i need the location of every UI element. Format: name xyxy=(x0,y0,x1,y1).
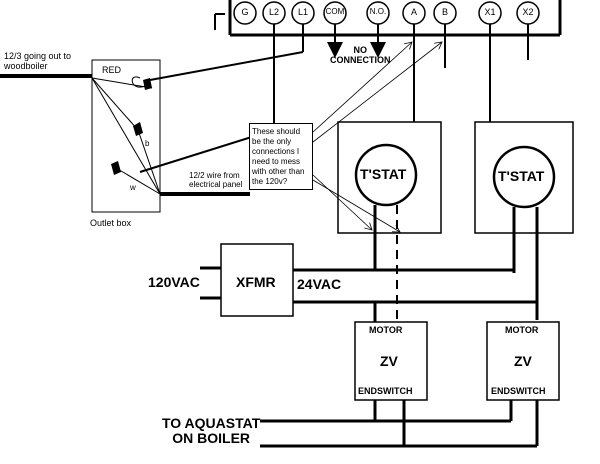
zone-valve-1-label: ZV xyxy=(380,353,398,369)
zone-valve-1 xyxy=(354,321,428,446)
note-arrow-a xyxy=(312,42,412,133)
terminal-label: X2 xyxy=(522,7,534,17)
aquastat-label: TO AQUASTAT ON BOILER xyxy=(162,415,261,447)
zone-valve-2 xyxy=(486,321,560,446)
outlet-wire-loop xyxy=(131,76,146,88)
transformer-input-label: 120VAC xyxy=(148,274,200,290)
zone-valve-1-endswitch-label: ENDSWITCH xyxy=(358,386,413,396)
wire-nut-3 xyxy=(111,161,121,175)
outlet-wire-5 xyxy=(115,167,161,195)
transformer-output-label: 24VAC xyxy=(297,276,342,292)
wire-nut-1 xyxy=(143,78,152,90)
terminal-label: N.O. xyxy=(369,7,387,16)
terminal-label: L1 xyxy=(297,7,308,17)
outlet-box-outline xyxy=(91,59,161,213)
terminal-label: G xyxy=(241,7,249,17)
thermostat-2-circle xyxy=(492,145,556,209)
outlet-box-caption: Outlet box xyxy=(90,218,132,228)
thermostat-1-label: T'STAT xyxy=(360,166,407,182)
wire-nut-2 xyxy=(133,122,143,136)
thermostat-2-label: T'STAT xyxy=(498,168,545,184)
thermostat-1-box xyxy=(337,121,442,234)
aquastat-lines xyxy=(260,419,537,448)
zone-valve-2-box xyxy=(486,321,560,401)
transformer-drawing xyxy=(200,243,537,322)
thermostat-2-box xyxy=(474,121,574,234)
terminal-label: X1 xyxy=(484,7,496,17)
zone-valve-2-label: ZV xyxy=(514,353,532,369)
question-note: These should be the only connections I n… xyxy=(249,123,313,190)
thermostat-2 xyxy=(474,60,574,320)
note-arrow-tstat-2 xyxy=(312,179,400,232)
outlet-wire-2 xyxy=(91,77,139,131)
terminal-label: A xyxy=(410,7,417,17)
zone-valve-1-box xyxy=(354,321,428,401)
terminal-g-circle xyxy=(233,1,257,25)
outlet-box-drawing xyxy=(0,59,250,213)
w-wire-label: w xyxy=(130,183,136,192)
terminal-label: L2 xyxy=(268,7,279,17)
no-connection-label: NO CONNECTION xyxy=(330,45,391,65)
zone-valve-2-motor-label: MOTOR xyxy=(505,325,539,335)
thermostat-1-circle xyxy=(354,143,418,207)
outlet-wire-3 xyxy=(91,77,161,195)
outlet-wire-4 xyxy=(137,129,161,195)
note-arrow-b xyxy=(312,42,442,143)
terminal-label: B xyxy=(441,7,448,17)
zone-valve-2-endswitch-label: ENDSWITCH xyxy=(491,386,546,396)
transformer-label: XFMR xyxy=(236,274,276,290)
l1-to-outlet-wire xyxy=(149,51,304,81)
b-wire-label: b xyxy=(145,139,150,148)
note-arrows xyxy=(312,42,442,232)
thermostat-1 xyxy=(337,121,442,320)
terminal-label: COM xyxy=(325,7,345,16)
note-arrow-tstat-1 xyxy=(312,174,372,230)
zone-valve-1-motor-label: MOTOR xyxy=(369,325,403,335)
terminal-strip xyxy=(214,0,562,37)
panel-cable-label: 12/2 wire from electrical panel xyxy=(189,171,243,189)
woodboiler-cable-label: 12/3 going out to woodboiler xyxy=(4,51,72,71)
red-wire-label: RED xyxy=(102,65,122,75)
outlet-wire-1 xyxy=(91,77,153,89)
transformer-box xyxy=(220,243,294,317)
